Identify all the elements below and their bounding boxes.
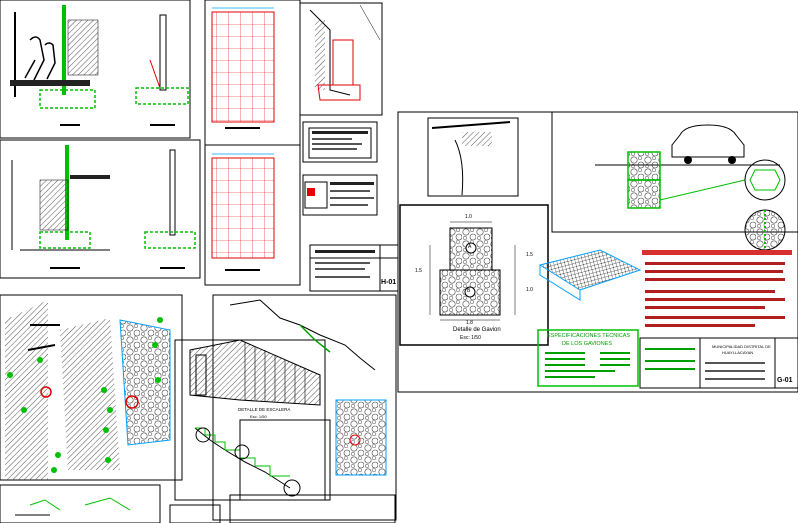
sheet-staircase xyxy=(0,294,397,523)
specs-title-2: DE LOS GAVIONES xyxy=(562,341,613,347)
title-block-org-1: MUNICIPALIDAD DISTRITAL DE xyxy=(712,344,771,349)
specs-title-1: ESPECIFICACIONES TECNICAS xyxy=(547,333,631,339)
section-detail-panel xyxy=(299,2,383,216)
gavion-dim-right-top: 1.5 xyxy=(526,252,533,258)
gavion-dim-top: 1.0 xyxy=(465,214,472,220)
gavion-detail-title: Detalle de Gavion xyxy=(453,327,501,333)
grid-panels xyxy=(204,0,301,286)
gavion-label-b: B xyxy=(467,288,471,294)
gavion-dim-right-mid: 1.0 xyxy=(526,287,533,293)
escalera-title: DETALLE DE ESCALERA xyxy=(238,407,291,412)
gavion-label-a: A xyxy=(468,244,472,250)
escalera-scale: Esc: 1/50 xyxy=(250,414,267,419)
sheet-railing-details xyxy=(0,0,201,279)
sheet-g01 xyxy=(397,111,798,393)
gavion-dim-left: 1.5 xyxy=(415,268,422,274)
gavion-detail-scale: Esc: 1/50 xyxy=(460,335,481,341)
gavion-dim-bottom: 1.8 xyxy=(466,320,473,326)
sheet-plan-view xyxy=(0,294,183,481)
sheet-code-h01: H-01 xyxy=(381,279,397,286)
title-block-org-2: HUAYLLACAYAN xyxy=(722,350,754,355)
sheet-code-g01: G-01 xyxy=(777,377,793,384)
